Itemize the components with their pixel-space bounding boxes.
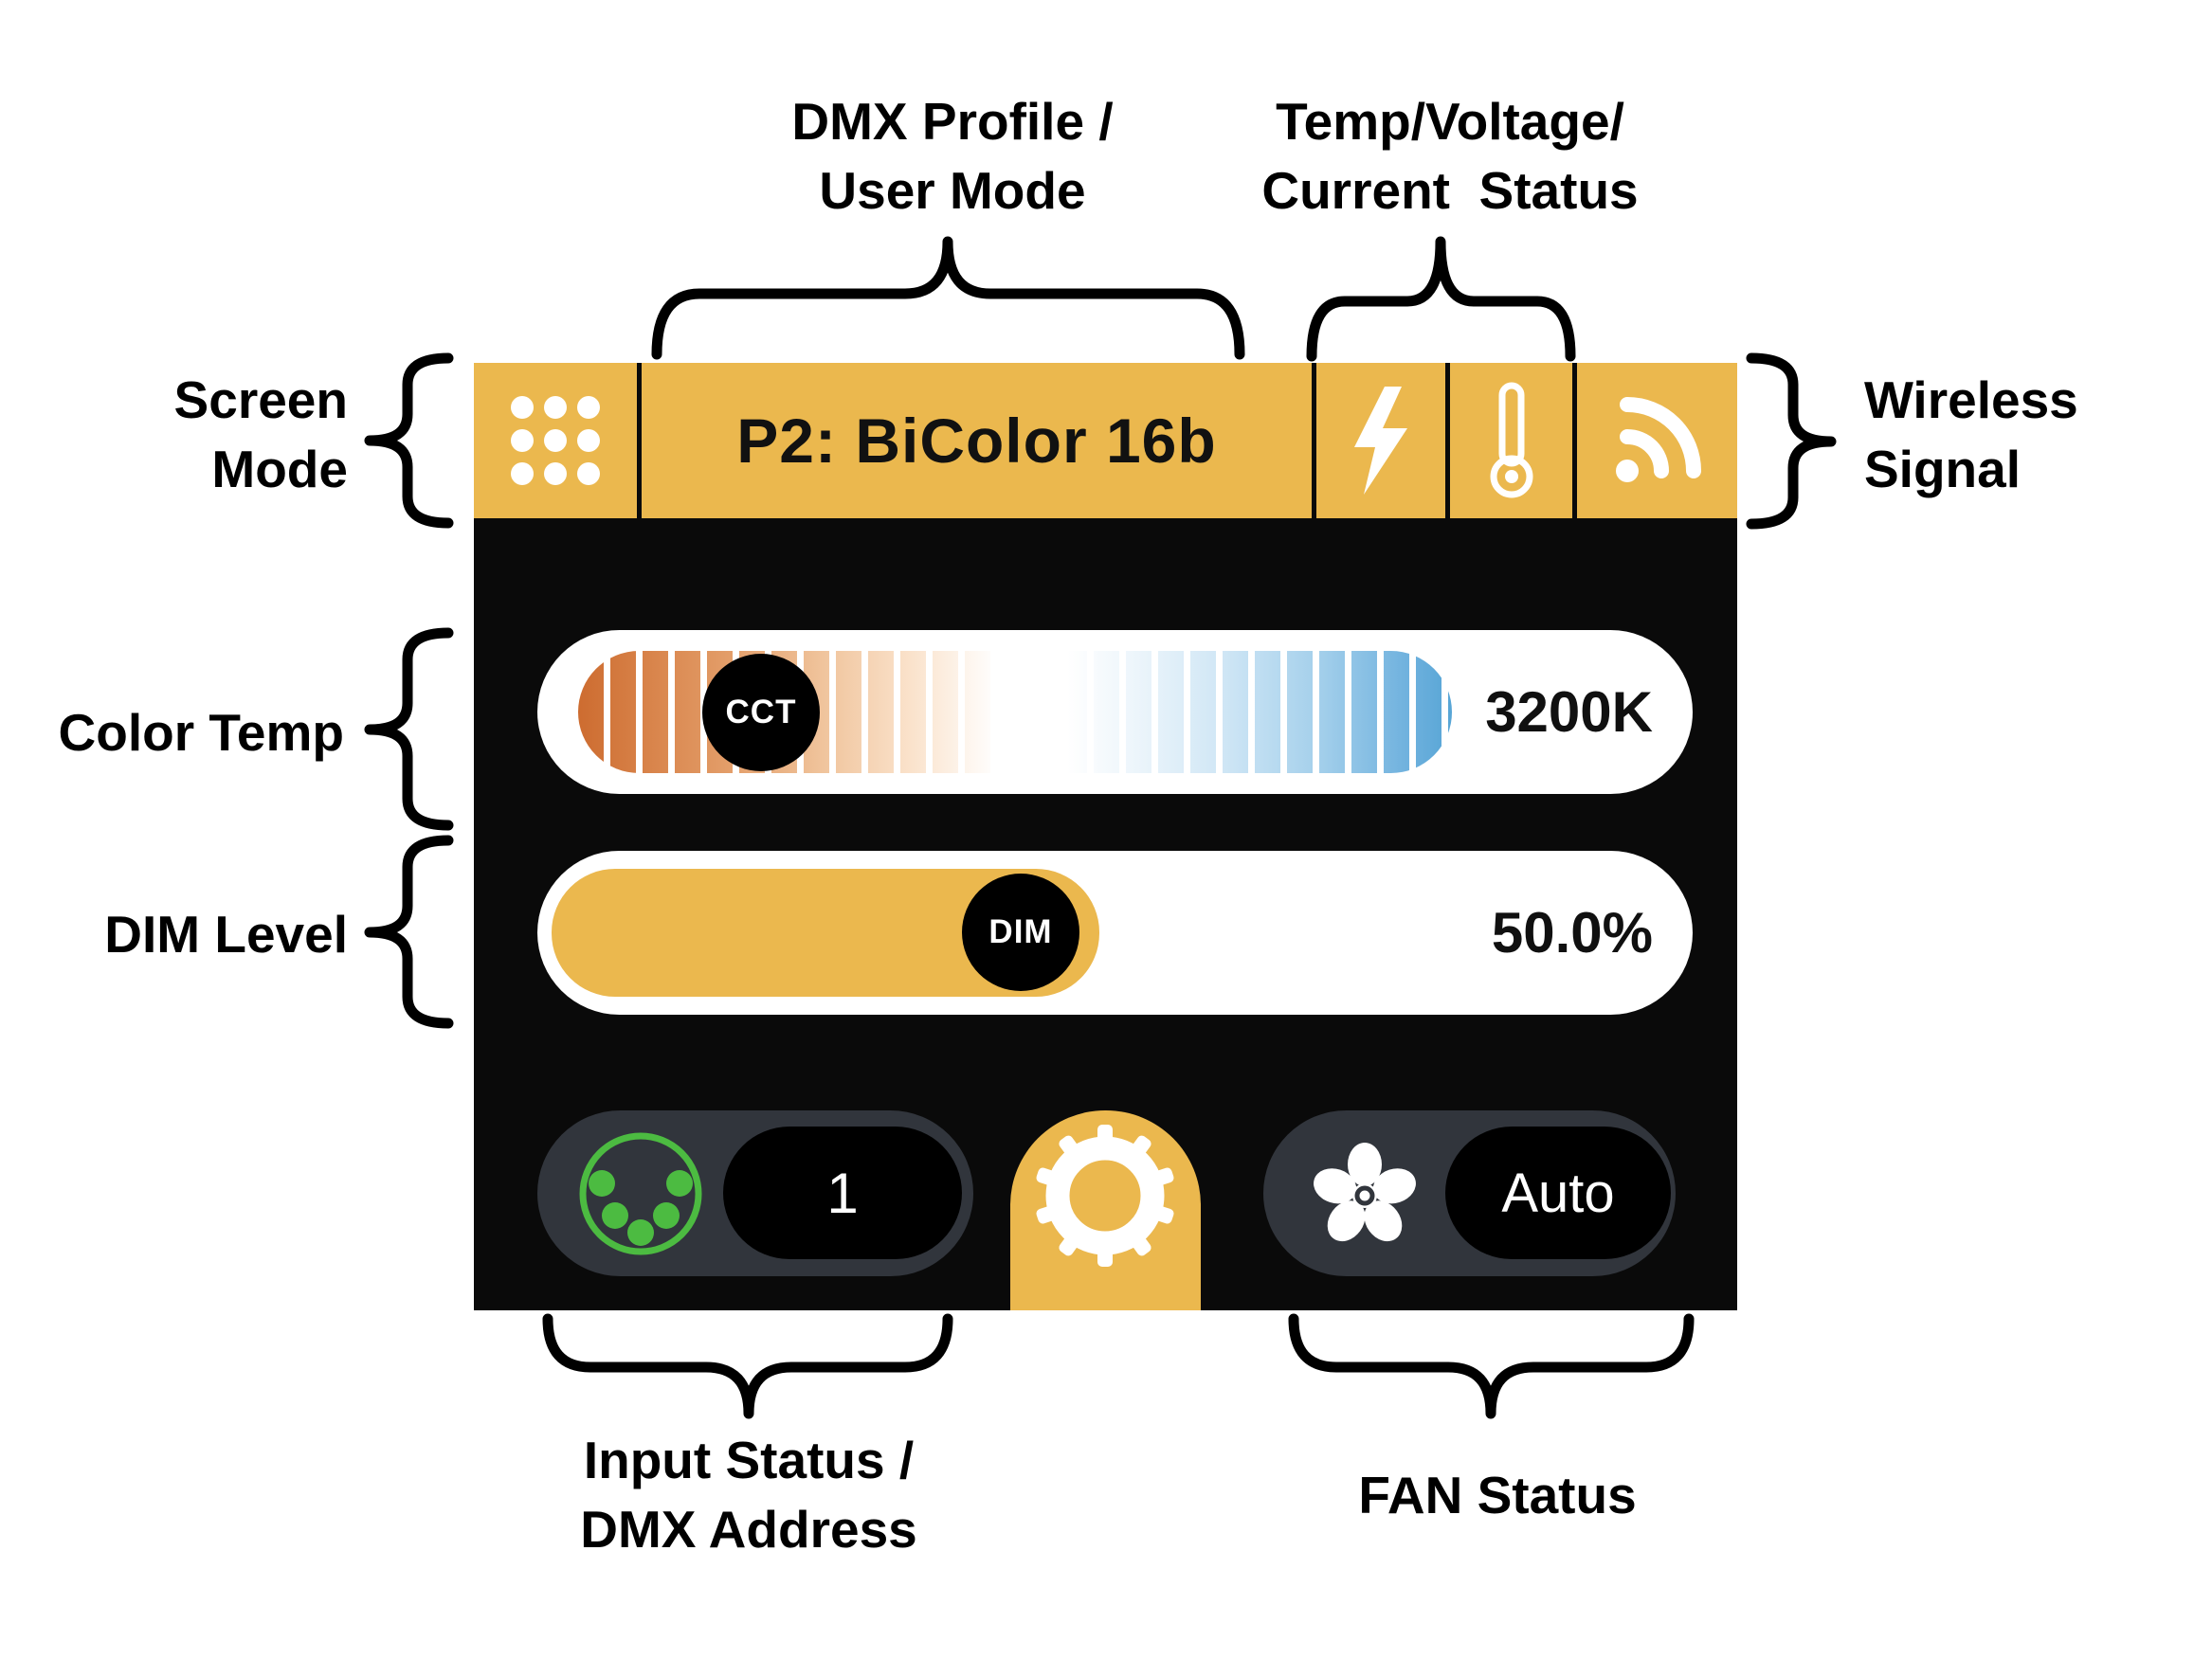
dim-value: 50.0% [1491, 901, 1653, 965]
fan-mode-field[interactable]: Auto [1445, 1127, 1671, 1259]
screen-mode-brace [364, 352, 454, 529]
header-divider [1572, 363, 1577, 518]
label-dmx-profile: DMX Profile / User Mode [791, 92, 1114, 220]
wireless-brace [1746, 352, 1837, 530]
dmx-connector-icon [579, 1132, 702, 1255]
input-status-brace [542, 1313, 953, 1419]
device-screen: P2: BiColor 16b [474, 363, 1737, 1310]
wireless-icon [1615, 397, 1701, 482]
dmx-address-field[interactable]: 1 [723, 1127, 962, 1259]
fan-status-control[interactable]: Auto [1263, 1110, 1676, 1276]
label-color-temp: Color Temp [58, 703, 344, 762]
label-fan-status: FAN Status [1358, 1466, 1637, 1524]
label-input-status: Input Status / DMX Address [580, 1431, 917, 1559]
temperature-status-cell [1450, 363, 1572, 518]
dim-slider[interactable]: DIM 50.0% [537, 851, 1693, 1015]
label-wireless-signal: Wireless Signal [1864, 370, 2078, 498]
color-temp-brace [364, 627, 454, 831]
header-divider [1312, 363, 1316, 518]
label-screen-mode: Screen Mode [173, 370, 348, 498]
cct-value: 3200K [1485, 680, 1653, 744]
status-bar: P2: BiColor 16b [474, 363, 1737, 518]
header-divider [637, 363, 642, 518]
voltage-status-cell [1316, 363, 1445, 518]
status-brace [1306, 236, 1576, 362]
fan-icon [1314, 1143, 1416, 1242]
thermometer-icon [1490, 382, 1532, 498]
header-divider [1445, 363, 1450, 518]
grid-icon [511, 396, 600, 485]
dim-level-brace [364, 835, 454, 1029]
screen-mode-button[interactable] [474, 363, 637, 518]
fan-status-brace [1288, 1313, 1695, 1419]
dmx-address-value: 1 [826, 1161, 859, 1225]
fan-mode-value: Auto [1501, 1162, 1615, 1224]
dim-knob-label: DIM [988, 913, 1053, 950]
cct-slider[interactable]: CCT 3200K [537, 630, 1693, 794]
cct-knob-label: CCT [725, 694, 797, 730]
label-temp-voltage-current: Temp/Voltage/ Current Status [1261, 92, 1639, 220]
label-dim-level: DIM Level [104, 905, 348, 964]
dmx-profile-title: P2: BiColor 16b [736, 406, 1217, 476]
settings-button[interactable] [1010, 1110, 1201, 1310]
dmx-input-status[interactable]: 1 [537, 1110, 973, 1276]
dim-knob[interactable]: DIM [962, 874, 1079, 991]
cct-knob[interactable]: CCT [702, 654, 820, 771]
wireless-status-cell [1577, 363, 1737, 518]
lightning-icon [1354, 387, 1407, 495]
title-brace [651, 236, 1245, 360]
gear-icon [1036, 1125, 1174, 1267]
